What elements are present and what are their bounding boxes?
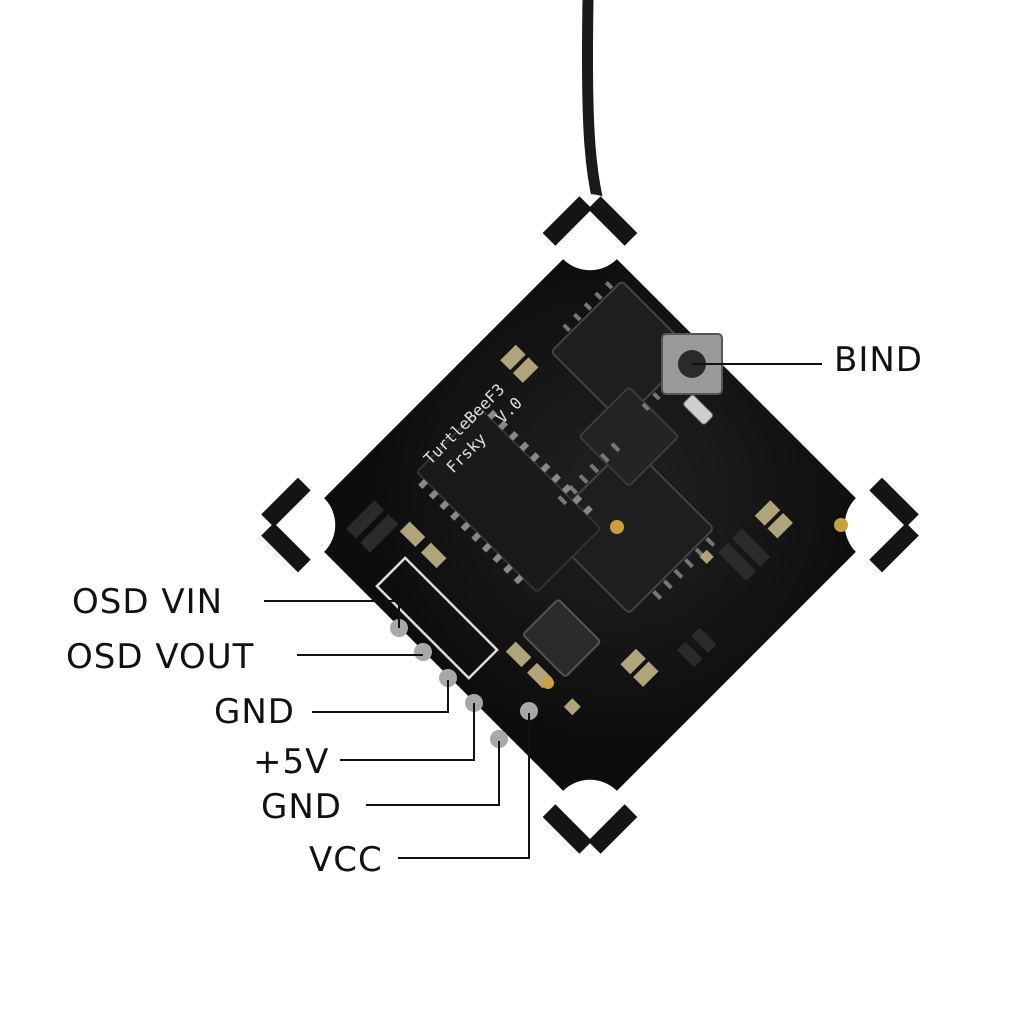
leader-gnd-1 (312, 680, 449, 713)
label-plus-5v: +5V (253, 742, 330, 782)
leader-gnd-2 (366, 741, 500, 806)
pad-gnd-1 (439, 669, 457, 687)
pad-gnd-2 (490, 730, 508, 748)
leader-lines (264, 363, 822, 859)
label-bind: BIND (834, 340, 923, 380)
pad-vcc (520, 702, 538, 720)
leader-vcc (398, 713, 530, 859)
label-vcc: VCC (309, 840, 383, 880)
receiver-chip (551, 281, 692, 422)
label-osd-vin: OSD VIN (72, 582, 224, 622)
label-gnd-2: GND (261, 787, 342, 827)
leader-osd-vin (264, 600, 400, 628)
inductor (523, 599, 601, 677)
label-osd-vout: OSD VOUT (66, 637, 255, 677)
gyro-chip (579, 387, 679, 486)
leader-plus-5v (340, 703, 475, 761)
label-gnd-1: GND (214, 692, 295, 732)
crystal (683, 394, 714, 425)
mcu-chip (544, 444, 714, 613)
pad-osd-vout (414, 643, 432, 661)
solder-pad-group (375, 518, 848, 748)
